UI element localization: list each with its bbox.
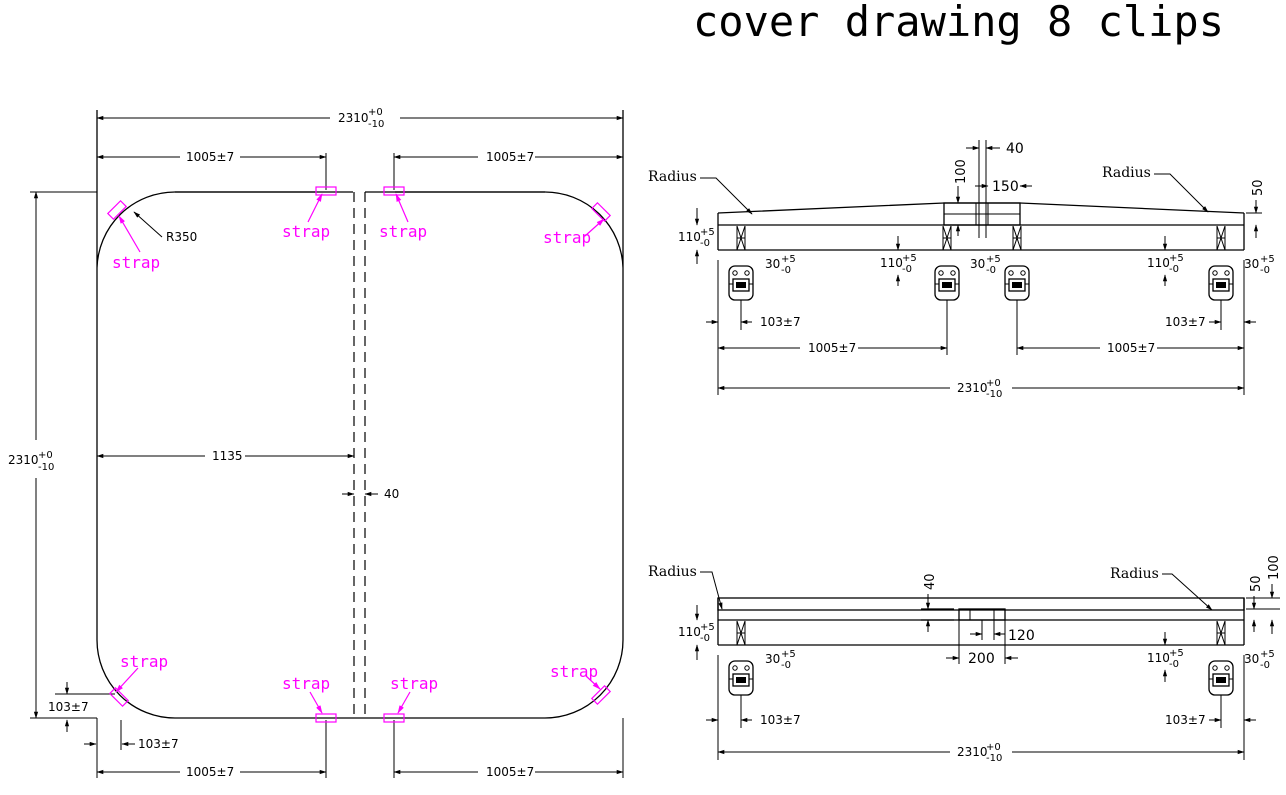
- elev-a-clip3: 30: [1244, 257, 1259, 271]
- clip-a3: [1004, 265, 1030, 301]
- elev-b-overall-minus: -10: [986, 753, 1002, 764]
- elev-b-offset-right: 103±7: [1165, 713, 1206, 727]
- elev-b-d100: 100: [1267, 555, 1282, 580]
- plan-top-left-span: 1005±7: [186, 150, 234, 164]
- elevation-view-a: Radius Radius 40 100 150 50 110 +5 -0 11…: [648, 140, 1275, 400]
- strap-bottom-left: strap: [108, 652, 168, 708]
- elev-b-thick-left: 110: [678, 625, 701, 639]
- strap-top-left: strap: [106, 199, 160, 272]
- strap-top-center-left: strap: [282, 186, 337, 241]
- plan-overall-height: 2310: [8, 453, 39, 467]
- elev-a-thick-right: 110: [1147, 256, 1170, 270]
- elev-a-overall: 2310: [957, 381, 988, 395]
- plan-overall-width: 2310: [338, 111, 369, 125]
- elev-a-d100: 100: [954, 159, 969, 184]
- clip-a2: [934, 265, 960, 301]
- strap-label: strap: [112, 253, 160, 272]
- strap-bottom-center-right: strap: [383, 674, 438, 723]
- elev-b-clip2-minus: -0: [1260, 660, 1270, 671]
- clip-b1: [728, 660, 754, 696]
- strap-top-right: strap: [543, 201, 612, 247]
- elev-b-d50: 50: [1249, 575, 1264, 592]
- plan-width-tol-plus: +0: [368, 107, 383, 118]
- elev-a-clip2: 30: [970, 257, 985, 271]
- elev-a-thick-left-plus: +5: [700, 227, 715, 238]
- clip-b2: [1208, 660, 1234, 696]
- strap-label: strap: [282, 222, 330, 241]
- elev-a-thick-right-plus: +5: [1169, 253, 1184, 264]
- elev-a-clip1: 30: [765, 257, 780, 271]
- elev-b-overall-plus: +0: [986, 742, 1001, 753]
- strap-top-center-right: strap: [379, 186, 427, 241]
- elev-b-offset-left: 103±7: [760, 713, 801, 727]
- plan-center-offset: 1135: [212, 449, 243, 463]
- plan-clip-offset-vertical: 103±7: [48, 700, 89, 714]
- elev-a-overall-minus: -10: [986, 389, 1002, 400]
- elev-a-radius-left: Radius: [648, 169, 697, 185]
- plan-view: 2310 +0 -10 1005±7 1005±7 1005±7 1005±7 …: [8, 107, 624, 779]
- elev-b-d120: 120: [1008, 628, 1035, 644]
- elev-a-clip2-minus: -0: [986, 265, 996, 276]
- elev-a-d40: 40: [1006, 141, 1024, 157]
- plan-top-right-span: 1005±7: [486, 150, 534, 164]
- drawing-title: cover drawing 8 clips: [693, 0, 1224, 46]
- elev-b-thick-right-minus: -0: [1169, 659, 1179, 670]
- elev-a-overall-plus: +0: [986, 378, 1001, 389]
- elev-b-d40: 40: [923, 573, 938, 590]
- elev-a-span-left: 1005±7: [808, 341, 856, 355]
- elev-b-thick-left-plus: +5: [700, 622, 715, 633]
- plan-gap: 40: [384, 487, 399, 501]
- elev-a-span-right: 1005±7: [1107, 341, 1155, 355]
- elev-a-offset-left: 103±7: [760, 315, 801, 329]
- elev-b-clip1-plus: +5: [781, 649, 796, 660]
- elev-a-thick-mid-minus: -0: [902, 264, 912, 275]
- elev-b-clip2-plus: +5: [1260, 649, 1275, 660]
- strap-bottom-right: strap: [550, 662, 612, 706]
- elev-a-thick-left: 110: [678, 230, 701, 244]
- elev-a-d50: 50: [1251, 179, 1266, 196]
- elev-b-d200: 200: [968, 651, 995, 667]
- elev-a-d150: 150: [992, 179, 1019, 195]
- elev-b-overall: 2310: [957, 745, 988, 759]
- elev-b-thick-right-plus: +5: [1169, 648, 1184, 659]
- strap-label: strap: [120, 652, 168, 671]
- elev-a-thick-right-minus: -0: [1169, 264, 1179, 275]
- elev-a-clip3-minus: -0: [1260, 265, 1270, 276]
- plan-corner-radius: R350: [166, 230, 197, 244]
- elev-a-thick-left-minus: -0: [700, 238, 710, 249]
- elev-b-clip1-minus: -0: [781, 660, 791, 671]
- plan-height-tol-minus: -10: [38, 462, 54, 473]
- elev-b-thick-right: 110: [1147, 651, 1170, 665]
- elev-a-thick-mid-plus: +5: [902, 253, 917, 264]
- plan-height-tol-plus: +0: [38, 450, 53, 461]
- elev-a-clip1-plus: +5: [781, 254, 796, 265]
- strap-bottom-center-left: strap: [282, 674, 337, 723]
- elev-b-radius-left: Radius: [648, 564, 697, 580]
- elev-a-clip2-plus: +5: [986, 254, 1001, 265]
- strap-label: strap: [550, 662, 598, 681]
- clip-a1: [728, 265, 754, 301]
- elevation-view-b: Radius Radius 40 120 200 50 100 110 +5: [648, 555, 1282, 764]
- elev-a-clip1-minus: -0: [781, 265, 791, 276]
- strap-label: strap: [543, 228, 591, 247]
- elev-b-clip1: 30: [765, 652, 780, 666]
- plan-bottom-left-span: 1005±7: [186, 765, 234, 779]
- strap-label: strap: [379, 222, 427, 241]
- elev-b-thick-left-minus: -0: [700, 633, 710, 644]
- elev-a-radius-right: Radius: [1102, 165, 1151, 181]
- plan-clip-offset-horizontal: 103±7: [138, 737, 179, 751]
- elev-b-clip2: 30: [1244, 652, 1259, 666]
- plan-bottom-right-span: 1005±7: [486, 765, 534, 779]
- elev-a-offset-right: 103±7: [1165, 315, 1206, 329]
- strap-label: strap: [390, 674, 438, 693]
- strap-label: strap: [282, 674, 330, 693]
- plan-width-tol-minus: -10: [368, 119, 384, 130]
- clip-a4: [1208, 265, 1234, 301]
- elev-a-thick-mid: 110: [880, 256, 903, 270]
- elev-a-clip3-plus: +5: [1260, 254, 1275, 265]
- elev-b-radius-right: Radius: [1110, 566, 1159, 582]
